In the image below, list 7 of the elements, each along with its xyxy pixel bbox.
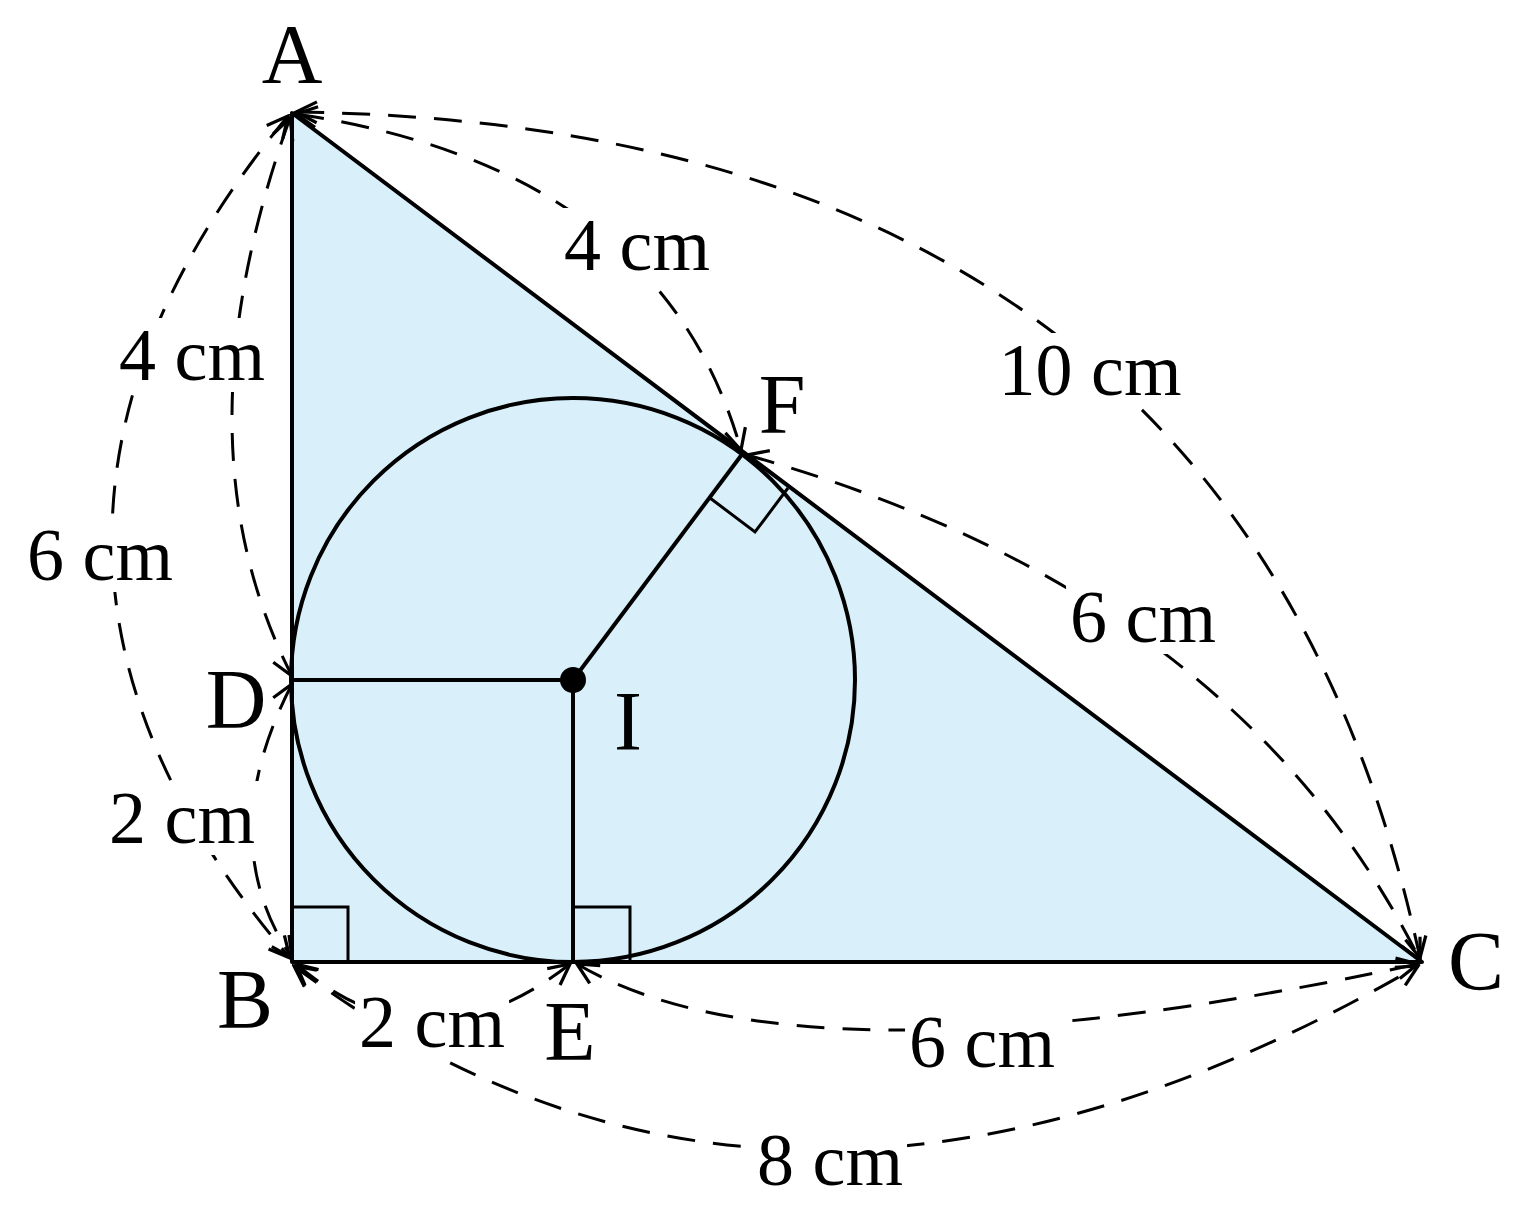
point-label: A (261, 13, 323, 97)
point-label: C (1448, 920, 1504, 1004)
point-label: B (217, 958, 273, 1042)
point-label: E (544, 990, 596, 1074)
point-label: I (614, 680, 642, 764)
point-label: D (205, 658, 267, 742)
point-label: F (758, 363, 806, 447)
